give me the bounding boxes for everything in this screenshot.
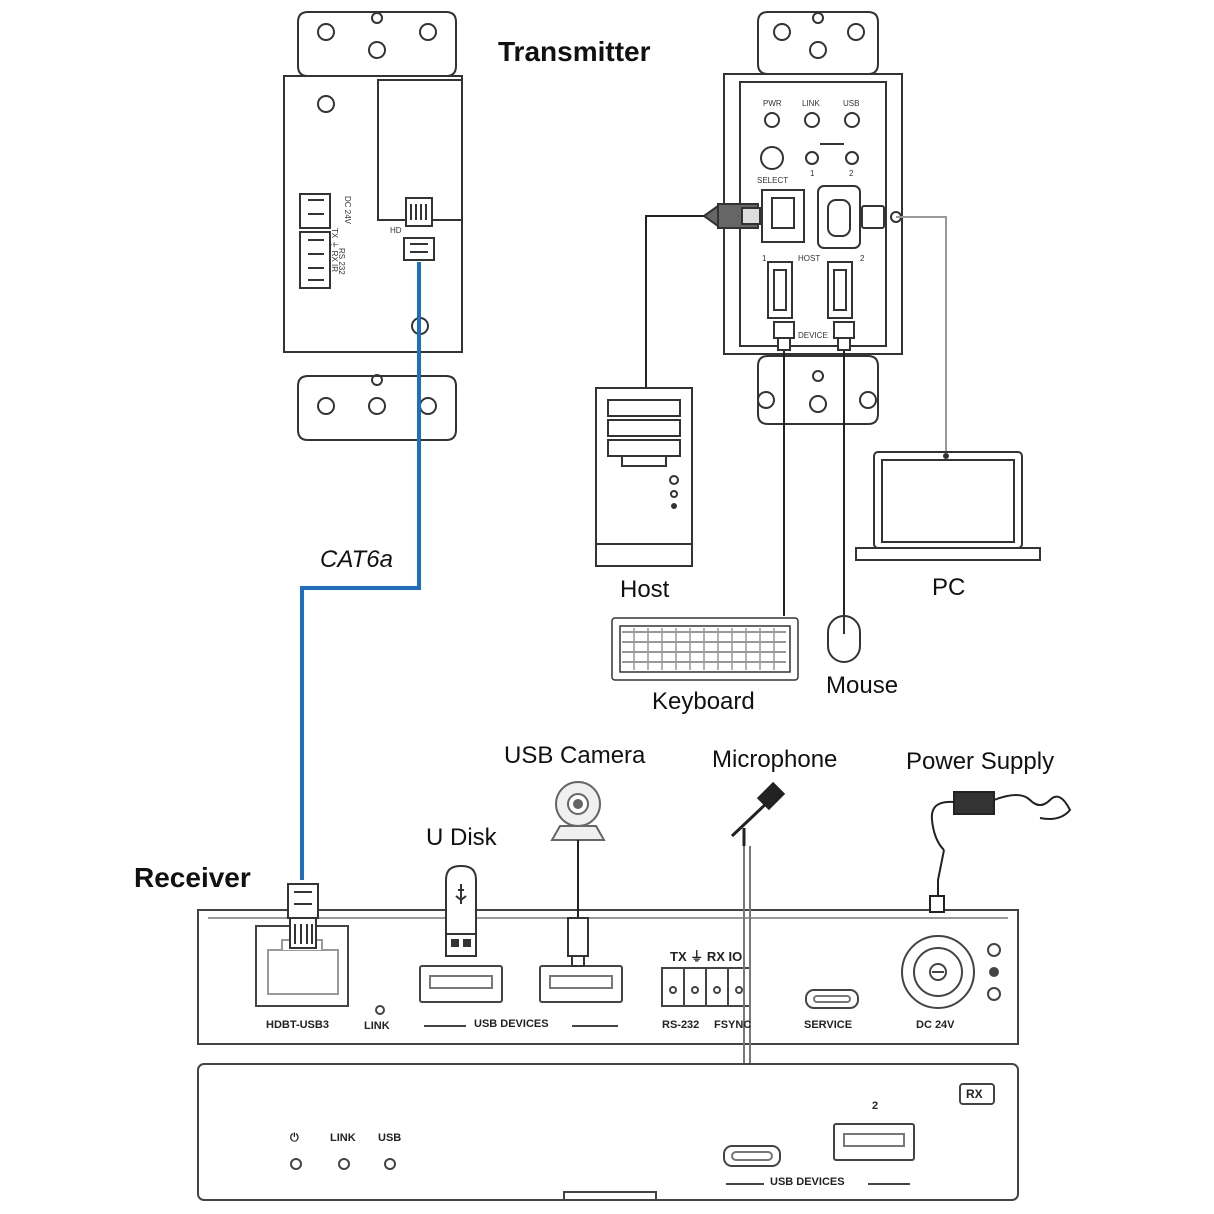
- u-disk-icon: [445, 865, 477, 957]
- usb-camera-label: USB Camera: [504, 742, 646, 769]
- rx-front-usb-devices: USB DEVICES: [770, 1176, 845, 1188]
- power-supply-label: Power Supply: [906, 748, 1055, 775]
- cable-label: CAT6a: [320, 546, 393, 573]
- rx-hdbt-label: HDBT-USB3: [266, 1019, 329, 1031]
- rx-fsync-label: FSYNC: [714, 1019, 752, 1031]
- rx-badge: RX: [966, 1087, 983, 1101]
- rx-link-label: LINK: [364, 1020, 390, 1032]
- tx-host-num-1: 1: [762, 254, 767, 263]
- receiver-front-panel: [197, 1063, 1019, 1201]
- host-computer-icon: [595, 387, 693, 567]
- tx-host-label: HOST: [798, 254, 821, 263]
- tx-select-num-2: 2: [849, 169, 854, 178]
- keyboard-label: Keyboard: [652, 688, 755, 715]
- tx-hd-label: HD: [390, 226, 402, 235]
- receiver-heading: Receiver: [134, 862, 251, 893]
- transmitter-heading: Transmitter: [498, 36, 651, 67]
- tx-rs232-pins: TX ⏚ RX IR: [330, 228, 339, 273]
- mouse-label: Mouse: [826, 672, 899, 699]
- tx-rj45-plug-icon: [403, 197, 435, 261]
- rx-dc-label: DC 24V: [916, 1019, 955, 1031]
- transmitter-back-wallplate: [283, 11, 463, 441]
- tx-led-usb: USB: [843, 99, 860, 108]
- keyboard-icon: [611, 617, 799, 681]
- receiver-back-panel: [197, 909, 1019, 1045]
- pc-label: PC: [932, 574, 966, 601]
- rx-rj45-plug-icon: [287, 883, 319, 949]
- tx-dc-label: DC 24V: [343, 196, 352, 225]
- host-label: Host: [620, 576, 670, 603]
- power-supply-icon: [929, 791, 1072, 913]
- camera-usb-plug-icon: [567, 917, 589, 967]
- cat6a-cable: [300, 262, 421, 880]
- tx-usb-cables: [645, 215, 947, 616]
- device-usb-plugs: [773, 321, 855, 351]
- usb-camera-icon: [550, 781, 606, 841]
- tx-device-label: DEVICE: [798, 331, 828, 340]
- tx-select-label: SELECT: [757, 176, 789, 185]
- rx-front-led-power: ⏻: [290, 1132, 299, 1144]
- microphone-icon: [730, 781, 786, 846]
- microphone-cable: [743, 846, 751, 1100]
- u-disk-label: U Disk: [426, 824, 497, 851]
- mouse-icon: [827, 615, 861, 663]
- tx-led-link: LINK: [802, 99, 820, 108]
- rx-front-port-number: 2: [872, 1100, 879, 1112]
- rx-rs232-label: RS-232: [662, 1019, 700, 1031]
- usb-b-plug-icon: [702, 203, 761, 229]
- rx-front-led-link: LINK: [330, 1132, 356, 1144]
- tx-led-pwr: PWR: [763, 99, 782, 108]
- rx-terminal-top: TX ⏚ RX IO: [670, 949, 743, 964]
- pc-laptop-icon: [855, 451, 1041, 561]
- rx-usb-devices-label: USB DEVICES: [474, 1018, 549, 1030]
- rx-service-label: SERVICE: [804, 1019, 853, 1031]
- rx-front-led-usb: USB: [378, 1132, 402, 1144]
- tx-host-num-2: 2: [860, 254, 865, 263]
- tx-select-num-1: 1: [810, 169, 815, 178]
- microphone-label: Microphone: [712, 746, 838, 773]
